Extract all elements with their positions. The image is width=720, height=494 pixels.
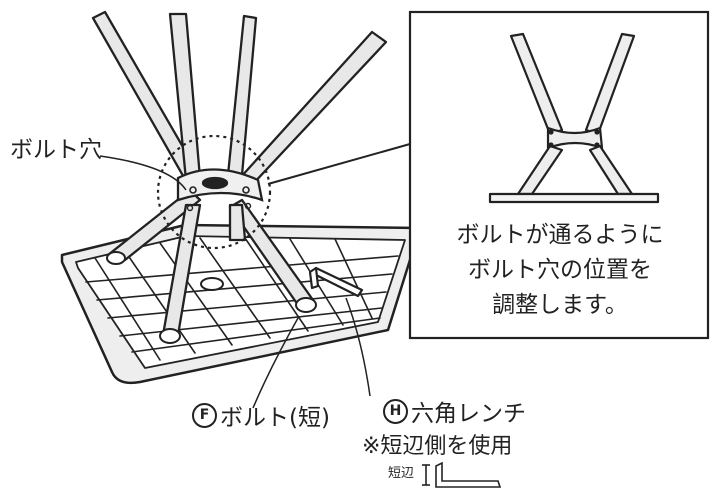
detail-leg-illustration (488, 32, 660, 204)
table-top (60, 223, 422, 385)
detail-instructions: ボルトが通るように ボルト穴の位置を 調整します。 (420, 218, 700, 323)
hex-wrench (308, 266, 364, 298)
center-hub (176, 168, 264, 212)
detail-line: ボルト穴の位置を (468, 257, 652, 283)
wrench-marker: H (383, 398, 408, 424)
leg-feet (106, 251, 317, 344)
detail-line: 調整します。 (492, 292, 628, 318)
short-side-icon (422, 461, 502, 488)
detail-box (408, 10, 710, 340)
bolt-hole-label: ボルト穴 (10, 137, 102, 163)
usage-note: ※短辺側を使用 (362, 434, 513, 459)
leader-lines (99, 155, 371, 409)
wrench-name: 六角レンチ (411, 401, 526, 427)
table-legs (91, 10, 388, 337)
short-side-label: 短辺 (388, 466, 415, 481)
magnify-connector (267, 143, 411, 185)
wrench-label: H 六角レンチ (383, 394, 526, 428)
detail-bolt-holes (548, 129, 600, 148)
bolt-label: F ボルト(短) (192, 398, 330, 432)
detail-line: ボルトが通るように (456, 222, 664, 248)
bolt-marker: F (192, 402, 217, 428)
magnify-circle (156, 134, 272, 250)
bolt-name: ボルト(短) (220, 405, 330, 431)
